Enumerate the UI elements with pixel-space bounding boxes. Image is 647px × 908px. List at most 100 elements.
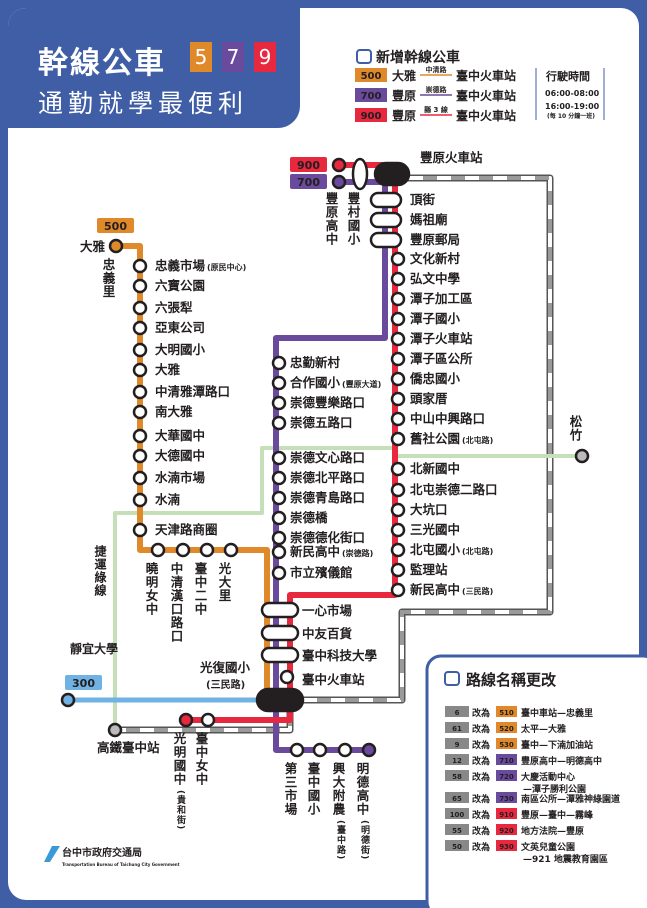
label-shared-north: 媽祖廟 xyxy=(409,212,448,227)
label-700-south: 臺中國小 xyxy=(306,761,321,816)
label-900-south: 臺中女中 xyxy=(194,731,209,786)
stop-700[interactable] xyxy=(271,565,287,581)
rename-old-num: 65 xyxy=(452,795,462,803)
stop-500-branch[interactable] xyxy=(223,542,239,558)
stop-900[interactable] xyxy=(390,291,406,307)
stop-700[interactable] xyxy=(271,415,287,431)
rename-word: 改為 xyxy=(472,723,490,735)
rename-old-num: 50 xyxy=(452,843,462,851)
stop-shared-north[interactable] xyxy=(369,191,403,209)
stop-900-terminus[interactable] xyxy=(178,712,194,728)
stop-900[interactable] xyxy=(390,582,406,598)
stop-shared-south[interactable] xyxy=(260,646,300,664)
stop-500[interactable] xyxy=(132,384,148,400)
label-900-stop: 大坑口 xyxy=(410,502,448,517)
label-700-stop: 崇德北平路口 xyxy=(290,470,365,485)
stop-700[interactable] xyxy=(271,375,287,391)
rename-desc2: —潭子勝利公園 xyxy=(523,783,586,795)
stop-500[interactable] xyxy=(132,522,148,538)
stop-jingyi[interactable] xyxy=(60,692,76,708)
stop-500-branch[interactable] xyxy=(175,542,191,558)
stop-900[interactable] xyxy=(390,542,406,558)
stop-700[interactable] xyxy=(271,510,287,526)
stop-500[interactable] xyxy=(132,320,148,336)
stop-900[interactable] xyxy=(390,331,406,347)
stop-500-branch[interactable] xyxy=(199,542,215,558)
stop-fengyuan-hs-900[interactable] xyxy=(331,157,347,173)
stop-700[interactable] xyxy=(271,355,287,371)
rename-box xyxy=(425,654,647,908)
stop-500[interactable] xyxy=(132,448,148,464)
stop-900[interactable] xyxy=(390,502,406,518)
stop-900[interactable] xyxy=(390,391,406,407)
label-500-stop: 天津路商圈 xyxy=(155,522,218,537)
stop-900[interactable] xyxy=(390,371,406,387)
green-line-label: 捷運綠線 xyxy=(93,544,107,597)
stop-700[interactable] xyxy=(271,490,287,506)
station-taichung[interactable] xyxy=(255,687,305,713)
stop-guangfu[interactable] xyxy=(279,669,295,685)
label-shared-south: 一心市場 xyxy=(302,603,353,618)
badge-900-text: 900 xyxy=(297,159,320,172)
label-500-stop: 忠義市場 xyxy=(155,258,206,273)
label-fengcun: 豐村國小 xyxy=(346,191,361,246)
label-songzhu: 松竹 xyxy=(568,414,583,442)
stop-songzhu[interactable] xyxy=(574,448,590,464)
label-500-branch: 光大里 xyxy=(217,561,232,603)
stop-900[interactable] xyxy=(390,522,406,538)
stop-500-branch[interactable] xyxy=(150,542,166,558)
stop-fengyuan-hs-700[interactable] xyxy=(331,174,347,190)
stop-700-south[interactable] xyxy=(312,742,328,758)
stop-500[interactable] xyxy=(132,258,148,274)
stop-900[interactable] xyxy=(390,311,406,327)
rename-desc: 文英兒童公園 xyxy=(520,841,575,853)
stop-900[interactable] xyxy=(390,461,406,477)
stop-500[interactable] xyxy=(132,342,148,358)
label-daya-terminus: 大雅 xyxy=(80,239,106,254)
label-700-stop: 崇德五路口 xyxy=(290,415,353,430)
label-700-stop: 忠勤新村 xyxy=(290,355,341,370)
label-700-stop: 崇德文心路口 xyxy=(290,450,365,465)
label-700-stop: 市立殯儀館 xyxy=(290,565,353,580)
rename-new-badge xyxy=(496,840,517,851)
stop-700[interactable] xyxy=(271,530,287,546)
stop-shared-south[interactable] xyxy=(260,624,300,642)
stop-700-south[interactable] xyxy=(337,742,353,758)
stop-900[interactable] xyxy=(390,251,406,267)
stop-900[interactable] xyxy=(390,431,406,447)
stop-daya-terminus[interactable] xyxy=(108,238,124,254)
stop-700[interactable] xyxy=(271,395,287,411)
stop-fengcun[interactable] xyxy=(351,157,369,191)
label-700-south: 第三市場 xyxy=(283,761,298,816)
stop-shared-south[interactable] xyxy=(260,601,300,619)
stop-900[interactable] xyxy=(390,562,406,578)
label-900-stop: 僑忠國小 xyxy=(409,371,461,386)
header-num-9: 9 xyxy=(254,42,276,72)
stop-700[interactable] xyxy=(271,470,287,486)
stop-shared-north[interactable] xyxy=(369,211,403,229)
stop-500[interactable] xyxy=(132,492,148,508)
stop-500[interactable] xyxy=(132,300,148,316)
label-500-stop: 六寶公園 xyxy=(155,278,205,293)
stop-900[interactable] xyxy=(390,411,406,427)
rename-new-num: 710 xyxy=(499,757,514,765)
stop-900[interactable] xyxy=(390,271,406,287)
rename-new-badge xyxy=(496,824,517,835)
stop-700-south[interactable] xyxy=(289,742,305,758)
stop-500[interactable] xyxy=(132,278,148,294)
label-900-stop: 文化新村 xyxy=(410,251,461,266)
station-fengyuan[interactable] xyxy=(373,161,411,187)
stop-500[interactable] xyxy=(132,428,148,444)
stop-900[interactable] xyxy=(390,351,406,367)
stop-500[interactable] xyxy=(132,404,148,420)
stop-700-south[interactable] xyxy=(361,742,377,758)
stop-700[interactable] xyxy=(271,544,287,560)
station-hsr[interactable] xyxy=(107,722,123,738)
stop-900-south[interactable] xyxy=(200,712,216,728)
rename-title: 路線名稱更改 xyxy=(466,671,557,689)
stop-shared-north[interactable] xyxy=(369,231,403,249)
stop-500[interactable] xyxy=(132,470,148,486)
stop-700[interactable] xyxy=(271,450,287,466)
stop-500[interactable] xyxy=(132,362,148,378)
stop-900[interactable] xyxy=(390,482,406,498)
